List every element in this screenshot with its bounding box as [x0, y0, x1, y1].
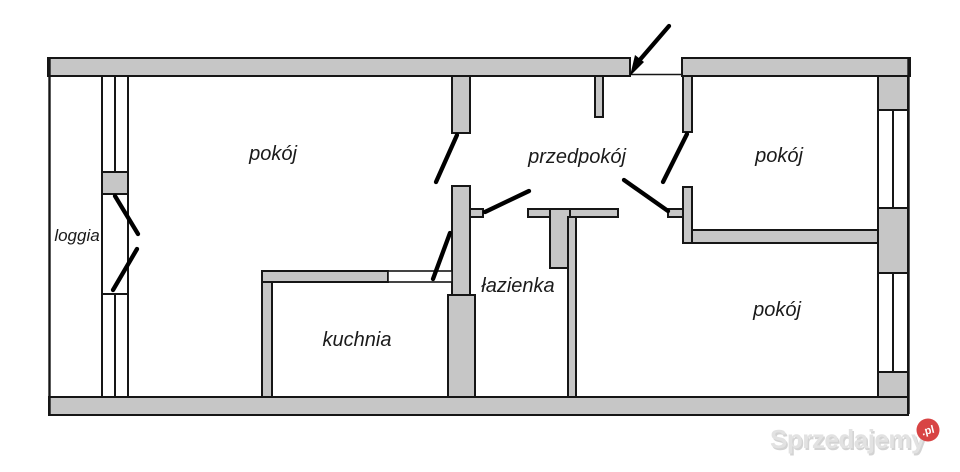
room-left-door	[433, 132, 460, 185]
watermark: Sprzedajemy Sprzedajemy .pl	[770, 418, 940, 456]
hall-bottom-wall-b	[527, 208, 619, 218]
central-wall-upper	[451, 185, 471, 296]
right-wall-mid-block	[877, 207, 909, 274]
room-top-right-label: pokój	[754, 145, 803, 167]
hall-entry-stub-wall	[594, 75, 604, 118]
entrance-door	[635, 23, 672, 65]
kitchen-top-wall	[261, 270, 389, 283]
kitchen-label: kuchnia	[323, 329, 392, 351]
kitchen-door	[430, 230, 453, 282]
walls	[47, 57, 911, 416]
hall-right-wall-lower	[682, 186, 693, 244]
hall-label: przedpokój	[527, 146, 626, 168]
kitchen-left-wall	[261, 270, 273, 399]
bathroom-room-wall	[567, 216, 577, 399]
hall-bottom-wall-c	[667, 208, 684, 218]
watermark-text: Sprzedajemy	[770, 424, 926, 454]
central-wall-lower	[447, 294, 476, 399]
bottom-wall	[48, 396, 909, 416]
watermark-text-shadow: Sprzedajemy	[772, 426, 928, 456]
hall-right-wall-upper	[682, 75, 693, 133]
loggia-wall-pier	[101, 171, 129, 195]
hall-left-wall-upper	[451, 75, 471, 134]
balcony-door-right-leaf	[110, 246, 140, 293]
loggia-label: loggia	[54, 226, 99, 245]
right-wall-bottom-block	[877, 371, 909, 400]
room-labels: pokój przedpokój pokój loggia łazienka k…	[54, 143, 803, 351]
rooms-divider-wall	[691, 229, 879, 244]
balcony-door-left-leaf	[112, 193, 141, 237]
watermark-pl-badge	[916, 418, 940, 442]
entrance-door-leaf-tip	[630, 55, 644, 76]
bathroom-door	[482, 188, 532, 215]
bathroom-label: łazienka	[481, 275, 554, 297]
right-wall-top-block	[877, 75, 909, 111]
top-wall-right	[681, 57, 911, 77]
room-bottom-right-label: pokój	[752, 299, 801, 321]
hall-bottom-wall-a	[469, 208, 484, 218]
doors	[110, 23, 690, 293]
room-left-label: pokój	[248, 143, 297, 165]
watermark-pl-text: .pl	[920, 424, 935, 439]
top-wall-left	[47, 57, 631, 77]
bottom-room-door	[621, 177, 671, 214]
top-right-room-door	[660, 131, 690, 185]
kitchen-door-frame	[387, 270, 453, 283]
windows	[101, 75, 909, 398]
